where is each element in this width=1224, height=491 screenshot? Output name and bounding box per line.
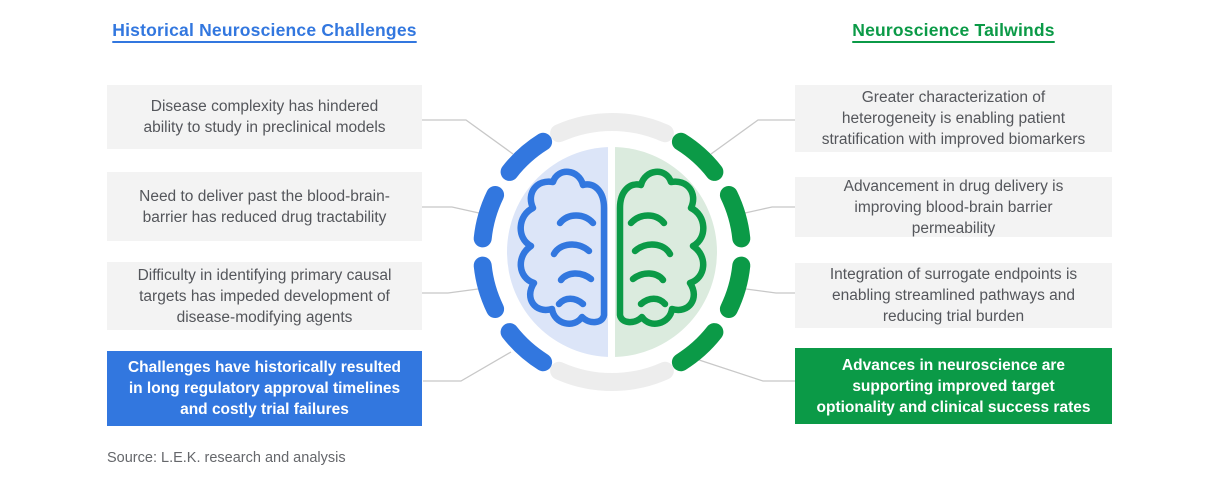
source-note: Source: L.E.K. research and analysis — [107, 450, 346, 466]
challenge-item: Need to deliver past the blood-brain-bar… — [107, 172, 422, 241]
challenge-item: Difficulty in identifying primary causal… — [107, 262, 422, 330]
right-column-title[interactable]: Neuroscience Tailwinds — [852, 20, 1055, 40]
connector-line — [422, 288, 479, 294]
green-ring-segment — [719, 186, 751, 248]
left-column-title[interactable]: Historical Neuroscience Challenges — [112, 20, 417, 40]
green-ring-segment — [671, 323, 724, 372]
brain-right-hemisphere-icon — [616, 168, 707, 327]
brain-left-hemisphere-icon — [517, 168, 608, 327]
connector-line — [710, 119, 802, 155]
tailwind-item: Greater characterization of heterogeneit… — [795, 85, 1112, 152]
blue-ring-segment — [473, 256, 505, 318]
split-brain-graphic — [473, 112, 751, 392]
green-ring-segment — [671, 132, 724, 181]
challenge-item: Disease complexity has hindered ability … — [107, 85, 422, 149]
blue-ring-segment — [500, 323, 553, 372]
blue-ring-segment — [473, 186, 505, 248]
connector-line — [745, 288, 802, 294]
connector-line — [423, 351, 512, 382]
brain-ring — [473, 112, 751, 392]
challenges-summary-box: Challenges have historically resulted in… — [107, 351, 422, 426]
blue-ring-segment — [500, 132, 553, 181]
circle-divider — [608, 144, 615, 360]
tailwind-item: Integration of surrogate endpoints is en… — [795, 263, 1112, 328]
connector-line — [422, 206, 480, 214]
gray-ring-segment-bottom — [550, 361, 674, 392]
gray-ring-segment-top — [550, 112, 674, 143]
tailwinds-summary-box: Advances in neuroscience are supporting … — [795, 348, 1112, 424]
connector-line — [422, 119, 514, 155]
connector-line — [692, 357, 801, 382]
green-ring-segment — [719, 256, 751, 318]
connector-line — [744, 206, 802, 214]
tailwind-item: Advancement in drug delivery is improvin… — [795, 177, 1112, 237]
